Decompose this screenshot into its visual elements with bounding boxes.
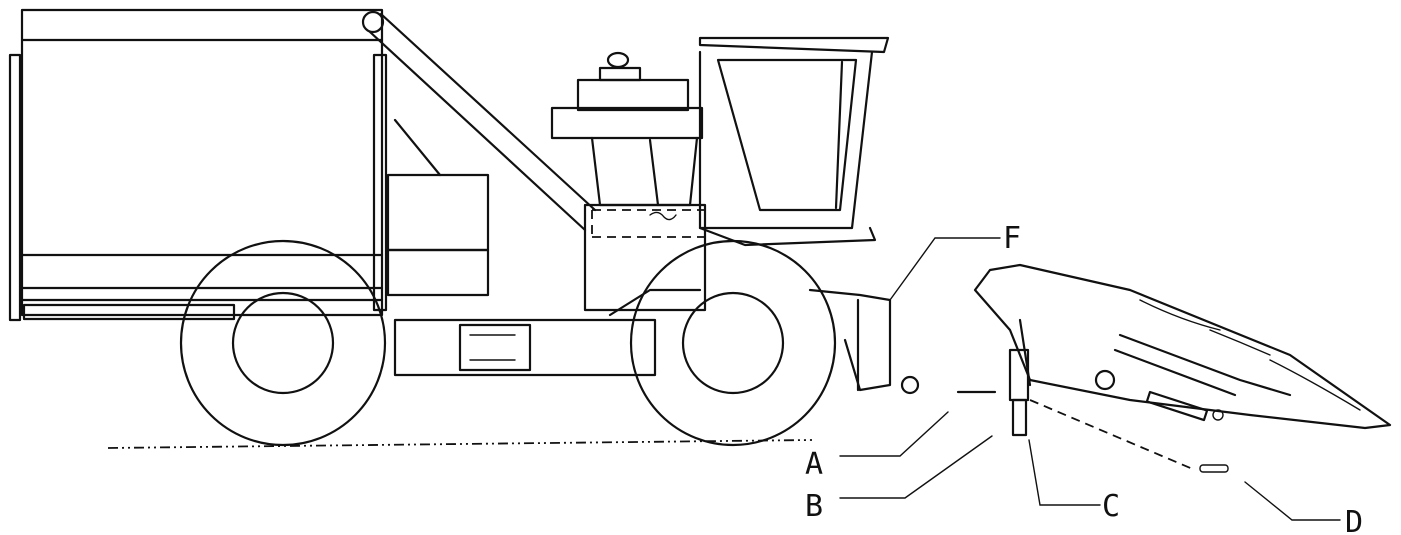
basket	[8, 8, 388, 322]
engine-housing	[550, 51, 707, 312]
rear-wheel	[179, 239, 387, 447]
frame	[393, 288, 920, 395]
conveyor-duct	[361, 10, 597, 297]
pin-part	[1199, 464, 1229, 473]
ground-line	[107, 439, 813, 449]
picker-row-unit	[973, 263, 1392, 430]
label-a: A	[805, 447, 823, 482]
support-leg	[956, 348, 1229, 473]
label-d: D	[1345, 505, 1363, 535]
front-wheel	[629, 239, 837, 447]
cab	[698, 36, 890, 247]
label-c: C	[1102, 489, 1120, 524]
label-f: F	[1003, 221, 1021, 256]
leader-lines	[839, 237, 1341, 521]
label-b: B	[805, 489, 823, 524]
